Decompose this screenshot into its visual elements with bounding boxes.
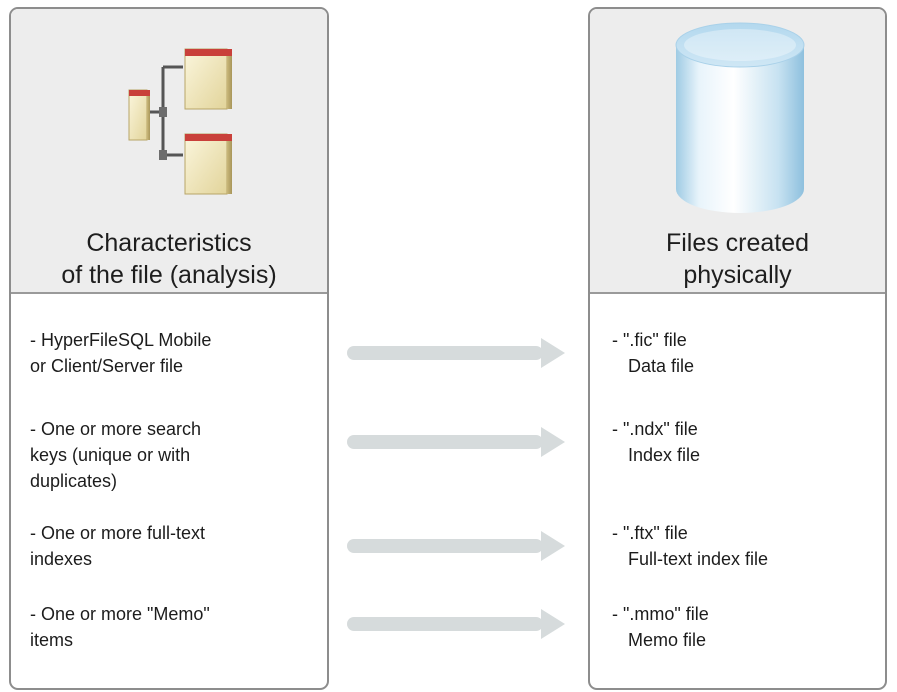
physical-files-panel-header: Files created physically <box>590 9 885 294</box>
characteristic-item-file-type: - HyperFileSQL Mobile or Client/Server f… <box>30 330 212 376</box>
file-structure-icon <box>128 48 232 195</box>
physical-title-line-2: physically <box>683 261 792 289</box>
file-item-ftx: - ".ftx" file Full-text index file <box>612 523 769 569</box>
file-item-mmo: - ".mmo" file Memo file <box>612 604 709 650</box>
database-cylinder-icon <box>675 22 805 213</box>
arrow-ndx <box>347 427 565 457</box>
physical-title-line-1: Files created <box>665 229 810 257</box>
physical-files-panel-title: Files created physically <box>590 227 885 291</box>
file-item-fic: - ".fic" file Data file <box>612 330 695 376</box>
arrow-mmo <box>347 609 565 639</box>
file-item-ndx: - ".ndx" file Index file <box>612 419 701 465</box>
characteristic-item-memo: - One or more "Memo" items <box>30 604 210 650</box>
analysis-panel-title: Characteristics of the file (analysis) <box>11 227 327 291</box>
characteristic-item-fulltext: - One or more full-text indexes <box>30 523 206 569</box>
characteristic-item-search-keys: - One or more search keys (unique or wit… <box>30 419 202 491</box>
analysis-panel: Characteristics of the file (analysis) -… <box>9 7 329 690</box>
analysis-title-line-2: of the file (analysis) <box>61 261 277 289</box>
physical-files-panel: Files created physically - ".fic" file D… <box>588 7 887 690</box>
analysis-panel-header: Characteristics of the file (analysis) <box>11 9 327 294</box>
arrow-fic <box>347 338 565 368</box>
analysis-title-line-1: Characteristics <box>86 229 252 257</box>
arrow-ftx <box>347 531 565 561</box>
